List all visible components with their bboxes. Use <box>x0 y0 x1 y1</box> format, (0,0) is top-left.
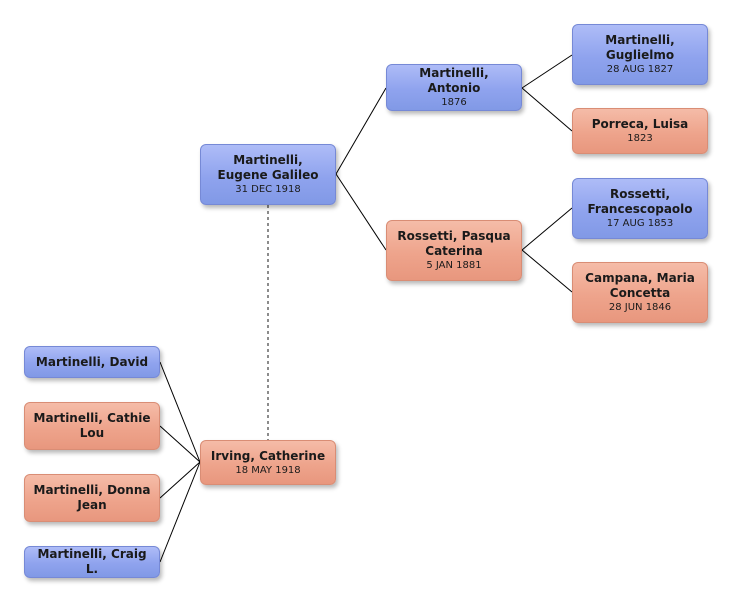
connector-catherine-cathie <box>159 425 201 463</box>
person-name: Martinelli, Guglielmo <box>605 33 675 62</box>
person-date: 1823 <box>627 133 653 144</box>
connector-eugene-antonio <box>335 87 387 175</box>
person-date: 18 MAY 1918 <box>235 464 301 476</box>
person-name: Campana, Maria Concetta <box>585 271 695 300</box>
connector-catherine-david <box>159 361 201 463</box>
person-date: 5 JAN 1881 <box>426 260 482 271</box>
person-box-francescopaolo-rossetti[interactable]: Rossetti, Francescopaolo 17 AUG 1853 <box>572 178 708 239</box>
person-date: 28 AUG 1827 <box>606 64 674 75</box>
person-box-catherine-irving[interactable]: Irving, Catherine 18 MAY 1918 <box>200 440 336 485</box>
person-name: Martinelli, Craig L. <box>37 547 147 576</box>
connector-antonio-guglielmo <box>521 54 573 89</box>
connector-eugene-pasqua <box>335 173 387 251</box>
person-date: 17 AUG 1853 <box>606 218 674 229</box>
person-name: Rossetti, Francescopaolo <box>587 187 693 216</box>
person-name: Porreca, Luisa <box>591 117 689 131</box>
person-box-antonio-martinelli[interactable]: Martinelli, Antonio 1876 <box>386 64 522 111</box>
connector-catherine-donna <box>159 461 201 499</box>
connector-pasqua-francesco <box>521 207 573 251</box>
person-name: Martinelli, Eugene Galileo <box>217 153 319 182</box>
person-name: Martinelli, Donna Jean <box>33 483 151 512</box>
person-date: 31 DEC 1918 <box>235 184 301 195</box>
person-box-guglielmo-martinelli[interactable]: Martinelli, Guglielmo 28 AUG 1827 <box>572 24 708 85</box>
person-box-craig-martinelli[interactable]: Martinelli, Craig L. <box>24 546 160 578</box>
person-box-david-martinelli[interactable]: Martinelli, David <box>24 346 160 378</box>
connector-pasqua-maria <box>521 249 573 293</box>
person-name: Martinelli, Cathie Lou <box>33 411 151 440</box>
person-name: Irving, Catherine <box>210 448 326 463</box>
person-date: 1876 <box>441 97 467 108</box>
connector-catherine-craig <box>159 461 201 563</box>
connector-antonio-luisa <box>521 87 573 132</box>
person-name: Martinelli, Antonio <box>419 66 489 95</box>
person-box-eugene-martinelli[interactable]: Martinelli, Eugene Galileo 31 DEC 1918 <box>200 144 336 205</box>
person-name: Martinelli, David <box>35 354 149 369</box>
person-box-donna-martinelli[interactable]: Martinelli, Donna Jean <box>24 474 160 522</box>
person-box-pasqua-rossetti[interactable]: Rossetti, Pasqua Caterina 5 JAN 1881 <box>386 220 522 281</box>
person-box-cathie-martinelli[interactable]: Martinelli, Cathie Lou <box>24 402 160 450</box>
person-box-luisa-porreca[interactable]: Porreca, Luisa 1823 <box>572 108 708 154</box>
person-date: 28 JUN 1846 <box>608 302 672 313</box>
person-box-maria-campana[interactable]: Campana, Maria Concetta 28 JUN 1846 <box>572 262 708 323</box>
person-name: Rossetti, Pasqua Caterina <box>397 229 511 258</box>
